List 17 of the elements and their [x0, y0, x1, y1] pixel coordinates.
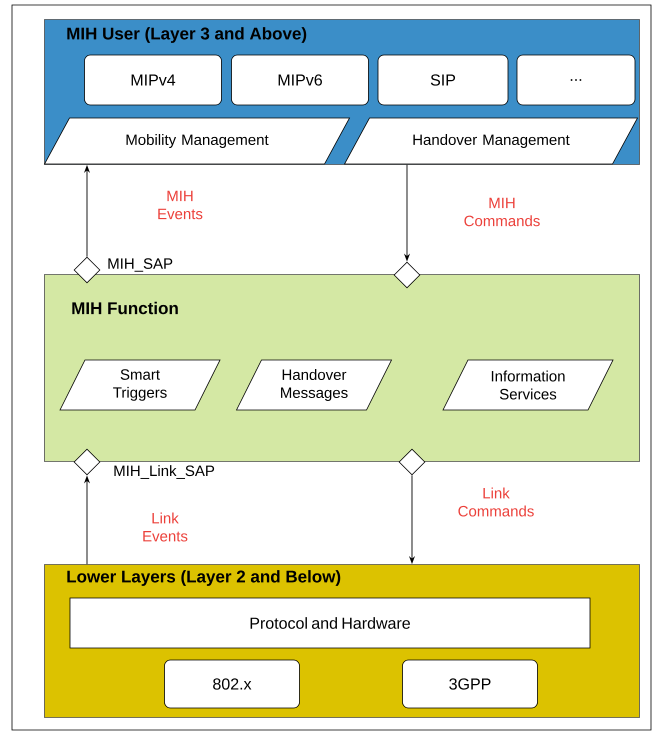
edge-label: Link Commands — [452, 486, 540, 518]
sap-diamond — [74, 448, 100, 476]
sap-diamond — [74, 256, 100, 284]
protocol-box: 3GPP — [402, 660, 538, 708]
edge-label: MIH Commands — [458, 196, 546, 228]
sap-diamond — [394, 262, 420, 288]
protocol-box: 802.x — [164, 660, 300, 708]
sap-diamond — [398, 448, 426, 476]
protocol-box: SIP — [378, 54, 508, 106]
protocol-box: MIPv4 — [84, 54, 222, 106]
sap-label: MIH_SAP — [108, 258, 172, 272]
edge-label: Link Events — [136, 512, 194, 542]
sap-label: MIH_Link_SAP — [114, 465, 214, 479]
protocol-box: ... — [516, 54, 636, 106]
protocol-box: MIPv6 — [231, 54, 369, 106]
protocol-box: Protocol and Hardware — [70, 598, 590, 648]
edge-label: MIH Events — [149, 190, 211, 220]
